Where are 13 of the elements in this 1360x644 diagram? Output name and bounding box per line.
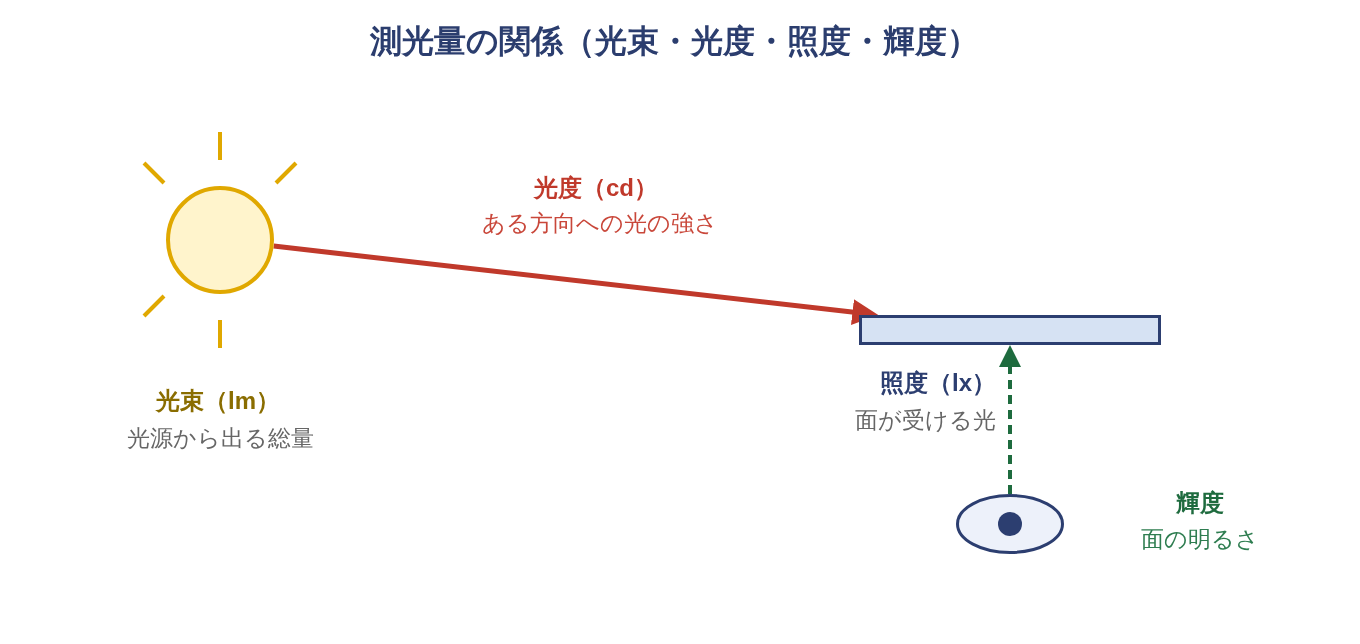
- eye-icon: [956, 494, 1064, 554]
- surface-bar: [859, 315, 1161, 345]
- quantity-label: 輝度: [1176, 489, 1224, 517]
- arrow: [273, 243, 879, 325]
- title: 測光量の関係（光束・光度・照度・輝度）: [369, 22, 979, 60]
- edge-label: 光度（cd）: [534, 174, 658, 202]
- quantity-label: 光束（lm）: [156, 387, 280, 415]
- dashed-arrow: [999, 345, 1021, 494]
- description-label: 面の明るさ: [1141, 525, 1259, 553]
- quantity-label: 照度（lx）: [880, 369, 996, 397]
- description-label: 光源から出る総量: [126, 424, 314, 452]
- description-label: ある方向への光の強さ: [482, 209, 718, 237]
- description-label: 面が受ける光: [855, 406, 996, 434]
